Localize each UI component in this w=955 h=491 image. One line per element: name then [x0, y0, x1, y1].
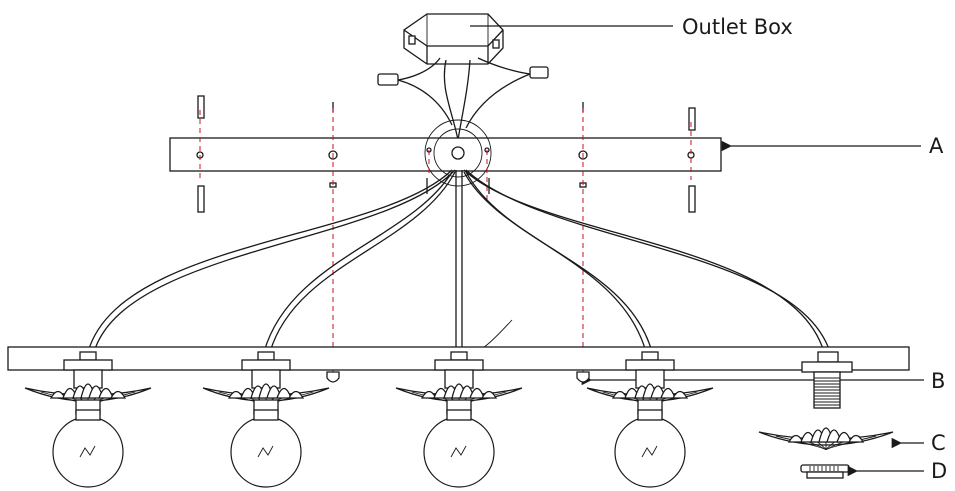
lotus-shade-icon	[758, 427, 894, 451]
socket-wires	[87, 169, 831, 356]
wall-anchors	[197, 95, 696, 213]
alignment-guides	[199, 108, 692, 372]
finial-icon	[326, 371, 340, 383]
socket-ring-icon	[800, 464, 850, 479]
socket-stem-icon	[801, 351, 853, 409]
light-bulb-icon	[586, 351, 714, 488]
outlet-box-icon	[403, 13, 504, 65]
mounting-bar-icon	[169, 119, 722, 187]
label-b: B	[931, 369, 945, 393]
light-bulb-icon	[202, 351, 330, 488]
label-c: C	[931, 431, 946, 455]
label-d: D	[931, 459, 947, 483]
light-bulb-icon	[24, 351, 152, 488]
outlet-box-label: Outlet Box	[682, 15, 793, 39]
supply-wires	[377, 57, 549, 141]
label-a: A	[929, 134, 944, 158]
light-bulb-icon	[395, 351, 523, 488]
finial-icon	[576, 371, 590, 383]
